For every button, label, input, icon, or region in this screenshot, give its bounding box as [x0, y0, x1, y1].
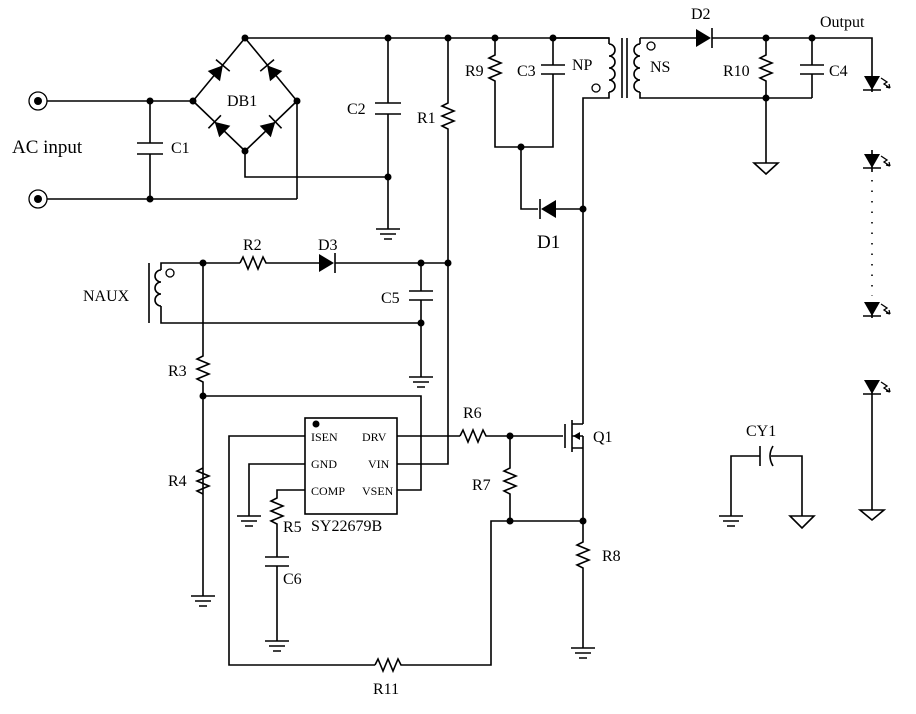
led-2-icon [863, 154, 891, 169]
r10-label: R10 [723, 63, 750, 80]
resistor-r6 [459, 427, 563, 445]
resistor-r1 [439, 38, 457, 263]
transformer-primary-np [553, 37, 623, 209]
capacitor-c3 [521, 38, 565, 148]
bridge-rectifier-db1 [191, 36, 299, 153]
resistor-r4 [194, 467, 212, 495]
resistor-r8 [571, 521, 595, 659]
np-label: NP [572, 57, 593, 74]
pin-isen: ISEN [311, 430, 338, 444]
capacitor-c6 [265, 556, 289, 652]
resistor-r10 [757, 38, 775, 163]
r9-label: R9 [465, 63, 484, 80]
pin-vin: VIN [368, 457, 390, 471]
r1-label: R1 [417, 110, 436, 127]
mosfet-q1 [564, 209, 584, 521]
resistor-r2 [239, 254, 319, 272]
output-label: Output [820, 14, 865, 31]
resistor-r9 [486, 38, 521, 148]
r7-label: R7 [472, 477, 491, 494]
pin-vsen: VSEN [362, 484, 394, 498]
led-3-icon [863, 302, 891, 317]
r11-label: R11 [373, 681, 399, 698]
ac-input-label: AC input [12, 137, 83, 158]
c5-label: C5 [381, 290, 400, 307]
capacitor-c1 [137, 101, 163, 199]
cy1-label: CY1 [746, 423, 776, 440]
r5-label: R5 [283, 519, 302, 536]
resistor-r3 [194, 263, 212, 596]
r4-label: R4 [168, 473, 187, 490]
d2-label: D2 [691, 6, 711, 23]
resistor-r5 [268, 489, 305, 557]
db1-label: DB1 [227, 93, 257, 110]
c3-label: C3 [517, 63, 536, 80]
q1-label: Q1 [593, 429, 613, 446]
ns-label: NS [650, 59, 670, 76]
aux-winding-naux [148, 262, 421, 324]
diode-d3 [319, 253, 448, 273]
c1-label: C1 [171, 140, 190, 157]
capacitor-c5 [409, 263, 433, 388]
led-1-icon [863, 76, 891, 91]
resistor-r7 [501, 436, 519, 521]
r6-label: R6 [463, 405, 482, 422]
r3-label: R3 [168, 363, 187, 380]
diode-d1 [539, 199, 583, 219]
d1-label: D1 [537, 232, 560, 253]
c2-label: C2 [347, 101, 366, 118]
led-4-icon [863, 380, 891, 395]
transformer-secondary-ns [626, 37, 812, 99]
ground-symbol-primary [376, 228, 400, 240]
ground-symbol-secondary [751, 162, 781, 176]
c4-label: C4 [829, 63, 848, 80]
ic-name-label: SY22679B [311, 518, 382, 535]
r8-label: R8 [602, 548, 621, 565]
pin-drv: DRV [362, 430, 387, 444]
c6-label: C6 [283, 571, 302, 588]
ic-sy22679b [304, 417, 398, 515]
d3-label: D3 [318, 237, 338, 254]
capacitor-c4 [800, 38, 824, 98]
ac-input-terminals [28, 91, 48, 209]
naux-label: NAUX [83, 288, 130, 305]
capacitor-cy1 [719, 445, 816, 530]
r2-label: R2 [243, 237, 262, 254]
capacitor-c2 [375, 38, 401, 229]
pin-comp: COMP [311, 484, 345, 498]
led-string [857, 72, 887, 522]
resistor-r11 [374, 520, 583, 674]
pin-gnd: GND [311, 457, 337, 471]
